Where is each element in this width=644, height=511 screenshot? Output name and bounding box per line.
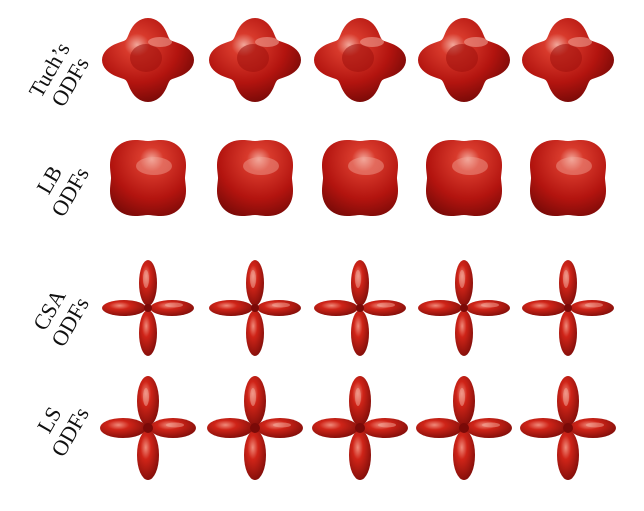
odf-glyph-r3-c3	[314, 260, 406, 356]
odf-glyph-r4-c4	[416, 376, 512, 480]
odf-glyph-r2-c4	[425, 139, 503, 217]
odf-glyph-r3-c2	[209, 260, 301, 356]
odf-glyph-r4-c3	[312, 376, 408, 480]
odf-glyph-r2-c3	[321, 139, 399, 217]
odf-glyph-r1-c3	[314, 18, 406, 102]
odf-glyph-r4-c1	[100, 376, 196, 480]
odf-glyph-r4-c2	[207, 376, 303, 480]
odf-glyph-r3-c1	[102, 260, 194, 356]
odf-glyph-r4-c5	[520, 376, 616, 480]
odf-glyph-r2-c1	[109, 139, 187, 217]
odf-glyph-r3-c4	[418, 260, 510, 356]
odf-glyph-r1-c1	[102, 18, 194, 102]
odf-glyph-r2-c5	[529, 139, 607, 217]
odf-glyph-r1-c4	[418, 18, 510, 102]
odf-glyph-r1-c5	[522, 18, 614, 102]
odf-glyph-r1-c2	[209, 18, 301, 102]
odf-glyph-r2-c2	[216, 139, 294, 217]
odf-glyph-r3-c5	[522, 260, 614, 356]
